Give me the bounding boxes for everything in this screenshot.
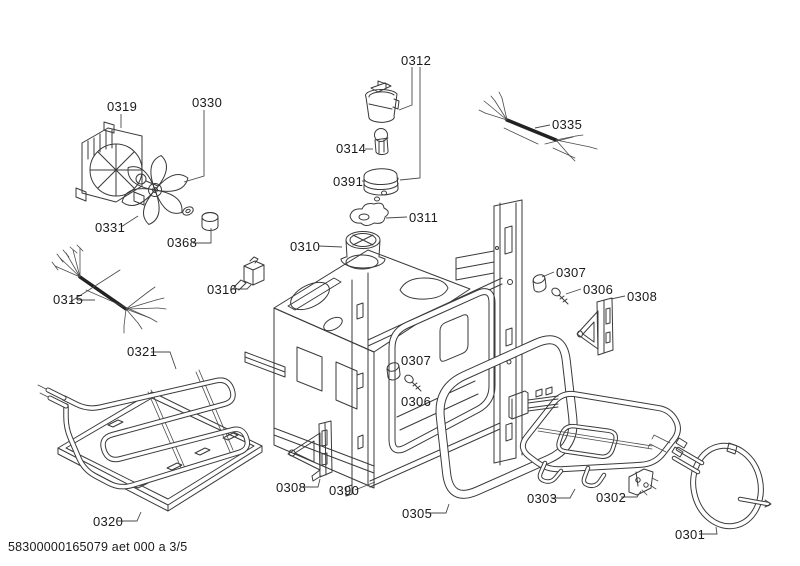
ring-element-drawing (647, 434, 772, 530)
spacer-screw-center-drawing (386, 362, 422, 392)
part-label-0319: 0319 (107, 99, 138, 114)
part-label-0331: 0331 (95, 220, 126, 235)
spacer-screw-right-drawing (532, 274, 569, 305)
clamp-plate-drawing (628, 468, 659, 496)
lamp-bulb-drawing (374, 128, 389, 156)
leader-lines (77, 67, 718, 535)
fan-blade-drawing (121, 155, 189, 225)
part-label-0316: 0316 (207, 282, 238, 297)
part-label-0307-right: 0307 (556, 265, 587, 280)
part-label-0310: 0310 (290, 239, 321, 254)
part-label-0301: 0301 (675, 527, 706, 542)
part-label-0390: 0390 (329, 483, 360, 498)
part-label-0306-right: 0306 (583, 282, 614, 297)
bottom-heating-element-drawing (37, 369, 251, 490)
part-label-0308-left: 0308 (276, 480, 307, 495)
part-label-0312: 0312 (401, 53, 432, 68)
bracket-left-drawing (287, 420, 333, 482)
grill-connector (508, 386, 559, 420)
part-label-0321: 0321 (127, 344, 158, 359)
lamp-socket-drawing (365, 80, 400, 123)
part-label-0320: 0320 (93, 514, 124, 529)
part-label-0315: 0315 (53, 292, 84, 307)
tray-clips (107, 419, 239, 489)
part-label-0302: 0302 (596, 490, 627, 505)
part-label-0311: 0311 (409, 210, 439, 225)
door-frame-drawing (435, 335, 578, 499)
wire-bundle-drawing (478, 91, 598, 162)
part-label-0335: 0335 (552, 117, 583, 132)
part-label-0303: 0303 (527, 491, 558, 506)
part-label-0368: 0368 (167, 235, 198, 250)
fan-motor-drawing (75, 121, 159, 206)
chimney-clamp-drawing (349, 202, 389, 226)
part-label-0306-center: 0306 (401, 394, 432, 409)
side-rail-drawing (455, 199, 523, 466)
part-label-0314: 0314 (336, 141, 367, 156)
part-label-0330: 0330 (192, 95, 223, 110)
part-label-0391: 0391 (333, 174, 364, 189)
wiring-harness-drawing (51, 244, 167, 334)
chimney-drawing (340, 231, 386, 269)
part-label-0307-center: 0307 (401, 353, 432, 368)
nut-drawing (201, 212, 219, 231)
part-label-0305: 0305 (402, 506, 433, 521)
lamp-glass-cover-drawing (363, 168, 399, 196)
document-footer: 58300000165079 aet 000 a 3/5 (8, 540, 188, 554)
bracket-right-drawing (576, 297, 614, 356)
small-switch-drawing (233, 256, 265, 291)
part-label-0308-right: 0308 (627, 289, 658, 304)
washer-drawing (182, 206, 194, 216)
grill-element-drawing (508, 386, 681, 489)
